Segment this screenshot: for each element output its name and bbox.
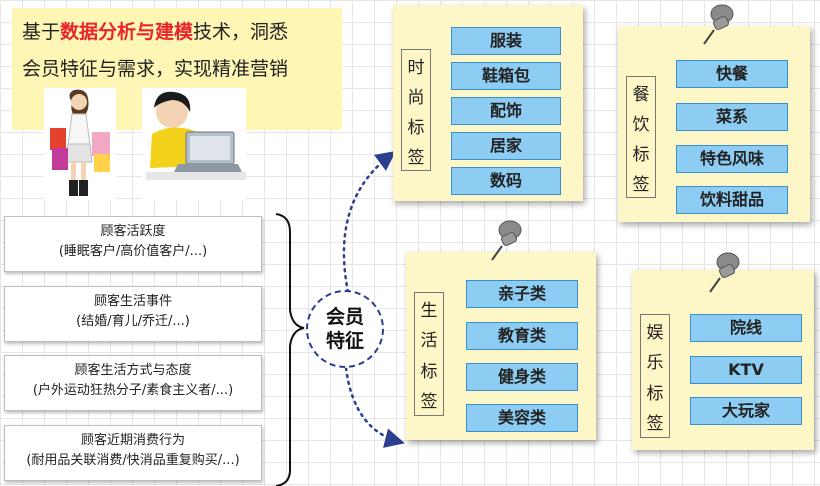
intro-highlight: 数据分析与建模: [60, 21, 194, 43]
tag-digital: 数码: [451, 167, 561, 195]
label-char: 签: [420, 392, 438, 413]
label-char: 签: [632, 174, 650, 195]
dining-note: 餐 饮 标 签 快餐 菜系 特色风味 饮料甜品: [618, 26, 810, 222]
life-label: 生 活 标 签: [414, 292, 444, 416]
segment-detail: (户外运动狂热分子/素食主义者/...): [32, 383, 234, 398]
segment-detail: (耐用品关联消费/快消品重复购买/...): [26, 453, 240, 468]
label-char: 标: [420, 361, 438, 382]
tag-ktv: KTV: [690, 356, 802, 384]
tag-fitness: 健身类: [466, 363, 578, 391]
label-char: 标: [407, 117, 425, 138]
label-char: 标: [646, 383, 664, 404]
intro-text-pre: 基于: [22, 21, 61, 43]
segment-detail: (睡眠客户/高价值客户/...): [58, 244, 208, 259]
label-char: 尚: [407, 87, 425, 108]
entertainment-label: 娱 乐 标 签: [640, 314, 670, 438]
tag-beauty: 美容类: [466, 404, 578, 432]
member-label-2: 特征: [325, 330, 364, 352]
tag-arcade: 大玩家: [690, 397, 802, 425]
intro-line-2: 会员特征与需求，实现精准营销: [22, 58, 289, 80]
tag-home: 居家: [451, 132, 561, 160]
label-char: 乐: [646, 353, 664, 374]
tag-fast-food: 快餐: [676, 60, 788, 88]
segment-detail: (结婚/育儿/乔迁/...): [76, 314, 190, 329]
segment-lifestyle: 顾客生活方式与态度 (户外运动狂热分子/素食主义者/...): [4, 355, 262, 411]
dining-label: 餐 饮 标 签: [626, 76, 656, 198]
member-features-circle: 会员 特征: [306, 290, 384, 368]
shopper-illustration: [44, 88, 116, 200]
entertainment-note: 娱 乐 标 签 院线 KTV 大玩家: [632, 270, 814, 450]
intro-line-1: 基于数据分析与建模技术，洞悉: [22, 14, 332, 51]
pushpin-icon: [703, 4, 734, 45]
tag-cuisine: 菜系: [676, 103, 788, 131]
segment-title: 顾客近期消费行为: [80, 433, 185, 448]
pushpin-icon: [491, 220, 522, 261]
member-label-1: 会员: [325, 306, 364, 328]
label-char: 饮: [632, 114, 650, 135]
label-char: 餐: [632, 84, 650, 105]
label-char: 标: [632, 144, 650, 165]
segment-title: 顾客生活方式与态度: [74, 363, 192, 378]
segment-title: 顾客生活事件: [93, 294, 172, 309]
segment-recent-purchase: 顾客近期消费行为 (耐用品关联消费/快消品重复购买/...): [4, 425, 262, 481]
segment-title: 顾客活跃度: [100, 224, 166, 239]
segment-activity: 顾客活跃度 (睡眠客户/高价值客户/...): [4, 216, 262, 272]
tag-accessories: 配饰: [451, 97, 561, 125]
tag-shoes-bags: 鞋箱包: [451, 62, 561, 90]
laptop-user-illustration: [142, 88, 246, 200]
fashion-label: 时 尚 标 签: [401, 49, 431, 171]
tag-parenting: 亲子类: [466, 280, 578, 308]
tag-specialty: 特色风味: [676, 145, 788, 173]
label-char: 生: [420, 300, 438, 321]
fashion-note: 时 尚 标 签 服装 鞋箱包 配饰 居家 数码: [393, 5, 583, 201]
label-char: 时: [407, 57, 425, 78]
intro-text-post: 技术，洞悉: [193, 21, 289, 43]
arrow-to-fashion: [342, 151, 397, 294]
arrow-to-life: [344, 366, 405, 448]
tag-cinema: 院线: [690, 314, 802, 342]
tag-education: 教育类: [466, 322, 578, 350]
segment-life-events: 顾客生活事件 (结婚/育儿/乔迁/...): [4, 286, 262, 342]
label-char: 娱: [646, 322, 664, 343]
tag-clothing: 服装: [451, 27, 561, 55]
label-char: 活: [420, 331, 438, 352]
label-char: 签: [407, 147, 425, 168]
label-char: 签: [646, 414, 664, 435]
pushpin-icon: [709, 252, 740, 293]
tag-drinks-dessert: 饮料甜品: [676, 186, 788, 214]
bracket: [275, 213, 305, 486]
life-note: 生 活 标 签 亲子类 教育类 健身类 美容类: [406, 252, 596, 440]
